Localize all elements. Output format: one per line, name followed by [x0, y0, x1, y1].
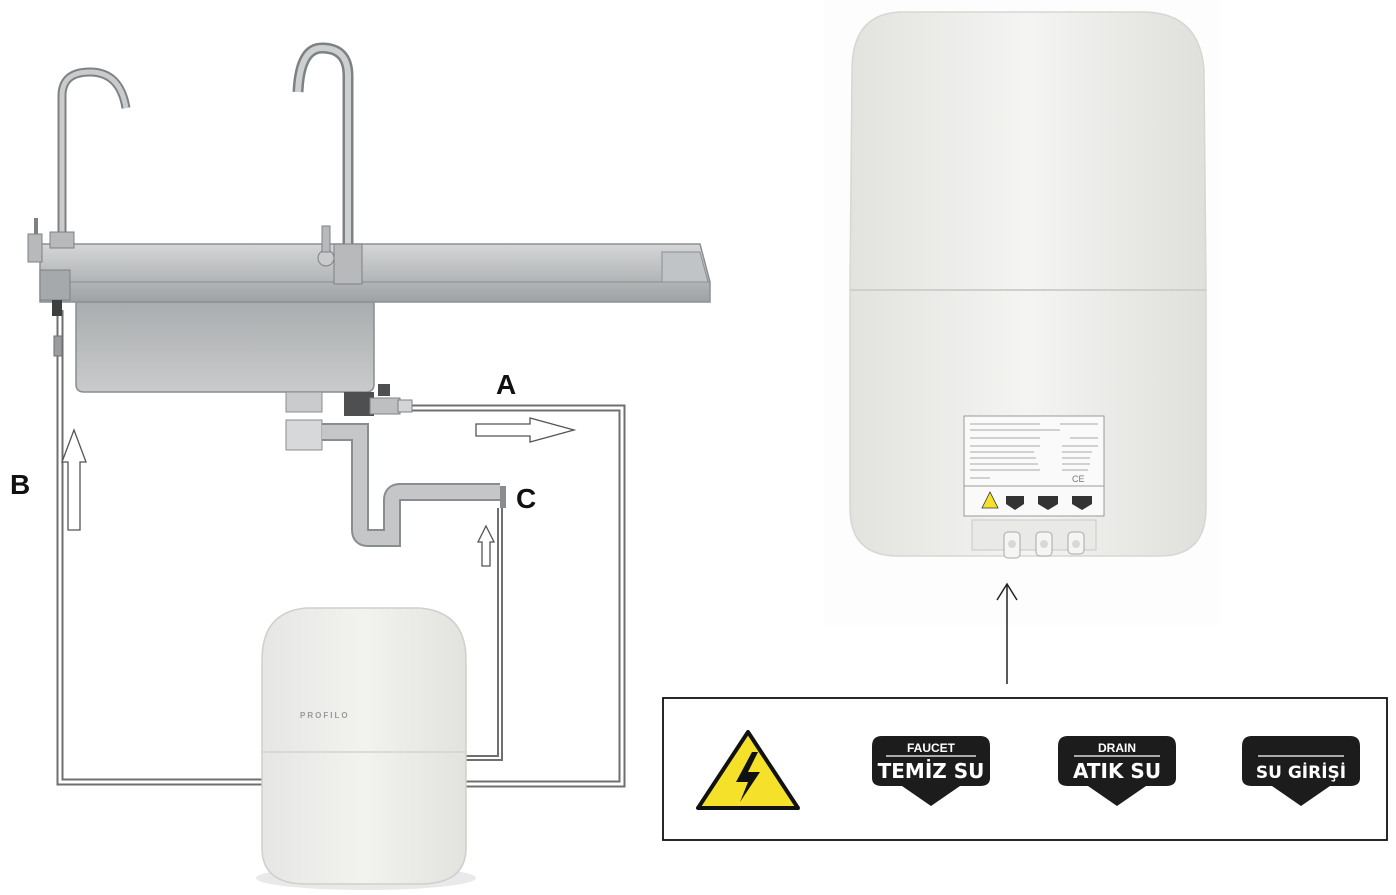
arrow-right-a-icon [475, 417, 577, 443]
arrow-up-c-icon [476, 524, 496, 567]
port-faucet: FAUCET TEMİZ SU [872, 736, 990, 806]
water-lines [56, 310, 626, 788]
sink-installation: A B C PROFILO [10, 42, 711, 890]
port-water-inlet-label: SU GİRİŞİ [1256, 761, 1346, 783]
filter-faucet [27, 67, 131, 357]
electric-warning-icon [696, 730, 800, 810]
angle-valve [344, 384, 413, 416]
unit-rear-view: CE [824, 0, 1220, 684]
drain-trap [285, 391, 506, 547]
spec-label: CE [963, 415, 1105, 517]
port-drain-sub: DRAIN [1098, 741, 1136, 755]
label-b: B [10, 469, 30, 500]
label-a: A [496, 369, 516, 400]
svg-text:CE: CE [1072, 474, 1085, 484]
rear-connectors [971, 519, 1097, 559]
port-drain: DRAIN ATIK SU [1058, 736, 1176, 806]
flow-arrows [61, 417, 577, 567]
port-drain-label: ATIK SU [1073, 759, 1161, 783]
ports-legend: FAUCET TEMİZ SU DRAIN ATIK SU SU GİRİŞİ [662, 697, 1388, 841]
label-c: C [516, 483, 536, 514]
sink-countertop [39, 243, 711, 303]
arrow-up-b-icon [61, 428, 87, 531]
pointer-arrow-icon [996, 582, 1018, 684]
port-water-inlet: SU GİRİŞİ [1242, 736, 1360, 806]
line-c-drain [462, 508, 503, 761]
sink-basin [75, 299, 375, 393]
port-faucet-label: TEMİZ SU [878, 759, 985, 783]
ro-unit-small: PROFILO [256, 607, 476, 890]
port-faucet-sub: FAUCET [907, 741, 956, 755]
kitchen-faucet [292, 42, 363, 285]
unit-brand: PROFILO [300, 711, 350, 720]
